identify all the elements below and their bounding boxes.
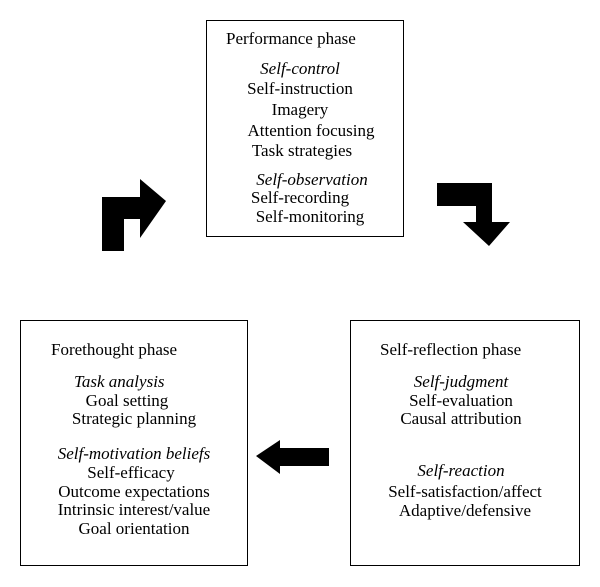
self-satisfaction-item: Self-satisfaction/affect: [388, 482, 542, 501]
self-instruction-item: Self-instruction: [247, 79, 353, 98]
strategic-planning-item: Strategic planning: [71, 409, 197, 428]
forethought-to-performance-arrow: [102, 179, 166, 251]
causal-attribution-item: Causal attribution: [400, 409, 522, 428]
self-observation-heading: Self-observation: [256, 170, 368, 189]
imagery-item: Imagery: [271, 100, 329, 119]
forethought-phase-title: Forethought phase: [51, 340, 178, 359]
self-efficacy-item: Self-efficacy: [87, 463, 175, 482]
self-motivation-heading: Self-motivation beliefs: [57, 444, 211, 463]
performance-to-reflection-arrow: [437, 183, 510, 246]
reflection-to-forethought-arrow: [256, 440, 329, 474]
self-recording-item: Self-recording: [250, 188, 350, 207]
self-evaluation-item: Self-evaluation: [409, 391, 513, 410]
intrinsic-interest-item: Intrinsic interest/value: [57, 500, 211, 519]
adaptive-defensive-item: Adaptive/defensive: [398, 501, 532, 520]
self-monitoring-item: Self-monitoring: [255, 207, 365, 226]
self-reflection-phase-title: Self-reflection phase: [380, 340, 522, 359]
goal-orientation-item: Goal orientation: [78, 519, 190, 538]
goal-setting-item: Goal setting: [85, 391, 169, 410]
self-control-heading: Self-control: [260, 59, 340, 78]
attention-focusing-item: Attention focusing: [247, 121, 375, 140]
self-reaction-heading: Self-reaction: [417, 461, 505, 480]
self-reflection-phase-box: Self-reflection phase Self-judgment Self…: [350, 320, 580, 566]
task-strategies-item: Task strategies: [251, 141, 353, 160]
performance-phase-title: Performance phase: [226, 29, 356, 48]
forethought-phase-box: Forethought phase Task analysis Goal set…: [20, 320, 248, 566]
self-judgment-heading: Self-judgment: [413, 372, 509, 391]
performance-phase-box: Performance phase Self-control Self-inst…: [206, 20, 404, 237]
outcome-expectations-item: Outcome expectations: [58, 482, 210, 501]
task-analysis-heading: Task analysis: [74, 372, 165, 391]
